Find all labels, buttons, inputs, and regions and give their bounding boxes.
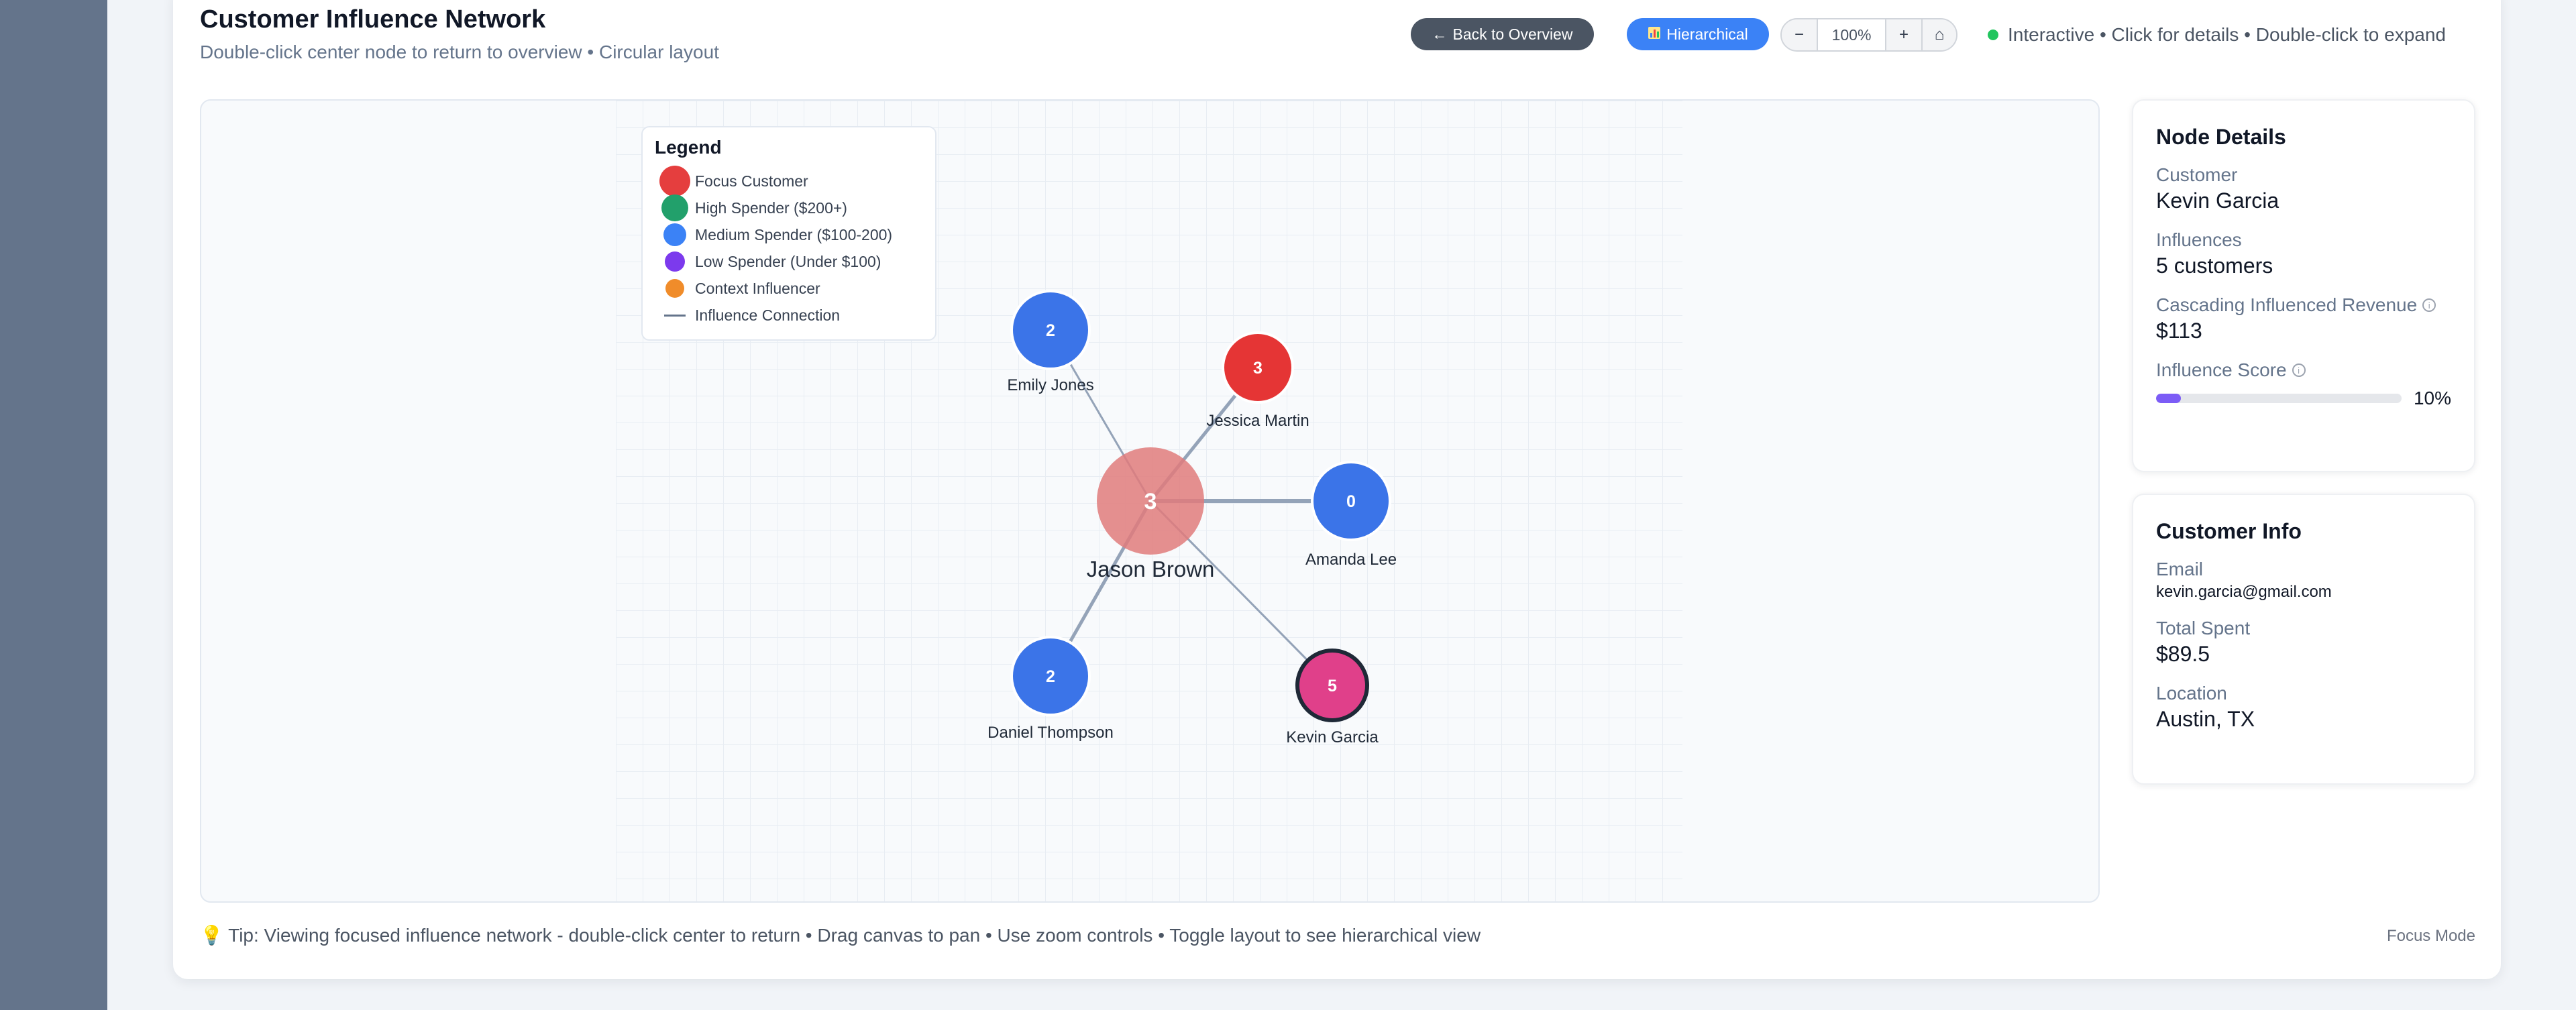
- legend-item-focus-customer: Focus Customer: [655, 166, 923, 197]
- chart-icon: [1648, 25, 1661, 44]
- back-to-overview-button[interactable]: ← Back to Overview: [1411, 18, 1594, 50]
- center-node-label: Jason Brown: [1087, 557, 1215, 581]
- legend-swatch-high: [661, 194, 688, 221]
- center-node-circle[interactable]: [1097, 447, 1204, 555]
- legend-label: High Spender ($200+): [695, 199, 847, 217]
- email-label: Email: [2156, 559, 2204, 579]
- email-value: kevin.garcia@gmail.com: [2156, 583, 2332, 601]
- email-field: Email kevin.garcia@gmail.com: [2156, 559, 2451, 602]
- page-title: Customer Influence Network: [200, 5, 546, 34]
- location-label: Location: [2156, 683, 2227, 704]
- legend-item-low-spender: Low Spender (Under $100): [655, 248, 923, 275]
- node-kevin-garcia-count: 5: [1328, 677, 1337, 695]
- customer-info-panel: Customer Info Email kevin.garcia@gmail.c…: [2132, 494, 2475, 785]
- customer-label: Customer: [2156, 164, 2238, 185]
- legend-label: Focus Customer: [695, 172, 808, 190]
- legend: Legend Focus Customer High Spender ($200…: [641, 126, 936, 341]
- node-jessica-martin-count: 3: [1253, 359, 1263, 378]
- zoom-level: 100%: [1817, 19, 1886, 50]
- node-kevin-garcia-label: Kevin Garcia: [1286, 728, 1379, 746]
- revenue-field: Cascading Influenced Revenue i $113: [2156, 294, 2451, 343]
- node-emily-jones-label: Emily Jones: [1007, 376, 1093, 394]
- page-subtitle: Double-click center node to return to ov…: [200, 42, 719, 62]
- influences-value: 5 customers: [2156, 254, 2273, 278]
- node-emily-jones[interactable]: 2 Emily Jones: [1007, 290, 1094, 394]
- legend-label: Influence Connection: [695, 306, 841, 324]
- layout-toggle-label: Hierarchical: [1666, 25, 1748, 43]
- node-details-panel: Node Details Customer Kevin Garcia Influ…: [2132, 99, 2475, 472]
- status-text: Interactive • Click for details • Double…: [2008, 24, 2446, 45]
- node-daniel-thompson-label: Daniel Thompson: [987, 724, 1114, 742]
- info-icon[interactable]: i: [2422, 298, 2436, 312]
- total-spent-value: $89.5: [2156, 642, 2210, 666]
- network-canvas[interactable]: 3 Jason Brown 2 Emily Jones 3 Jessica Ma…: [200, 99, 2100, 903]
- influence-score-bar: [2156, 394, 2402, 403]
- legend-label: Context Influencer: [695, 279, 820, 297]
- legend-item-medium-spender: Medium Spender ($100-200): [655, 221, 923, 248]
- legend-label: Medium Spender ($100-200): [695, 225, 893, 243]
- center-node-count: 3: [1144, 489, 1157, 514]
- legend-label: Low Spender (Under $100): [695, 252, 881, 270]
- node-amanda-lee-count: 0: [1346, 492, 1356, 511]
- center-node[interactable]: 3 Jason Brown: [1087, 447, 1215, 581]
- tip-text: 💡 Tip: Viewing focused influence network…: [200, 925, 1481, 946]
- legend-item-high-spender: High Spender ($200+): [655, 194, 923, 221]
- node-amanda-lee-label: Amanda Lee: [1305, 551, 1397, 569]
- node-daniel-thompson-count: 2: [1046, 667, 1055, 686]
- node-emily-jones-circle[interactable]: [1010, 290, 1091, 370]
- zoom-reset-button[interactable]: ⌂: [1921, 19, 1956, 50]
- info-icon[interactable]: i: [2292, 363, 2306, 377]
- customer-value: Kevin Garcia: [2156, 188, 2279, 213]
- total-spent-field: Total Spent $89.5: [2156, 618, 2451, 667]
- zoom-in-button[interactable]: +: [1886, 19, 1921, 50]
- focus-mode-label: Focus Mode: [2386, 927, 2475, 945]
- node-daniel-thompson[interactable]: 2 Daniel Thompson: [987, 636, 1114, 742]
- node-jessica-martin[interactable]: 3 Jessica Martin: [1206, 331, 1309, 430]
- node-jessica-martin-circle[interactable]: [1222, 331, 1294, 404]
- node-amanda-lee[interactable]: 0 Amanda Lee: [1305, 461, 1397, 569]
- status-indicator: Interactive • Click for details • Double…: [1988, 20, 2446, 50]
- node-daniel-thompson-circle[interactable]: [1010, 636, 1091, 716]
- influences-label: Influences: [2156, 229, 2242, 250]
- node-kevin-garcia[interactable]: 5 Kevin Garcia: [1286, 649, 1379, 746]
- node-emily-jones-count: 2: [1046, 321, 1055, 340]
- total-spent-label: Total Spent: [2156, 618, 2251, 638]
- legend-swatch-connection: [664, 314, 686, 317]
- node-details-title: Node Details: [2156, 125, 2286, 149]
- legend-item-context-influencer: Context Influencer: [655, 275, 923, 302]
- node-jessica-martin-label: Jessica Martin: [1206, 412, 1309, 430]
- influence-score-field: Influence Score i 10%: [2156, 359, 2451, 409]
- node-kevin-garcia-circle[interactable]: [1295, 649, 1369, 722]
- layout-toggle-button[interactable]: Hierarchical: [1627, 18, 1769, 50]
- legend-item-influence-connection: Influence Connection: [655, 302, 923, 329]
- revenue-value: $113: [2156, 319, 2202, 343]
- influence-score-fill: [2156, 394, 2181, 403]
- legend-swatch-focus: [659, 166, 690, 197]
- arrow-left-icon: ←: [1432, 25, 1448, 43]
- zoom-controls: − 100% + ⌂: [1780, 18, 1957, 52]
- network-graph: 3 Jason Brown 2 Emily Jones 3 Jessica Ma…: [987, 290, 1397, 746]
- customer-field: Customer Kevin Garcia: [2156, 164, 2451, 213]
- influence-score-label: Influence Score: [2156, 359, 2287, 380]
- node-amanda-lee-circle[interactable]: [1311, 461, 1391, 541]
- back-button-label: Back to Overview: [1452, 25, 1573, 43]
- legend-swatch-low: [665, 251, 685, 272]
- influences-field: Influences 5 customers: [2156, 229, 2451, 278]
- legend-swatch-context: [665, 279, 684, 298]
- zoom-out-button[interactable]: −: [1782, 19, 1817, 50]
- left-sidebar-rail: [0, 0, 107, 1010]
- influence-score-percent: 10%: [2413, 388, 2451, 408]
- location-value: Austin, TX: [2156, 707, 2255, 731]
- revenue-label: Cascading Influenced Revenue: [2156, 294, 2418, 315]
- status-dot-icon: [1988, 30, 1998, 40]
- legend-swatch-medium: [663, 223, 686, 246]
- location-field: Location Austin, TX: [2156, 683, 2451, 732]
- customer-info-title: Customer Info: [2156, 519, 2302, 543]
- legend-title: Legend: [655, 137, 722, 158]
